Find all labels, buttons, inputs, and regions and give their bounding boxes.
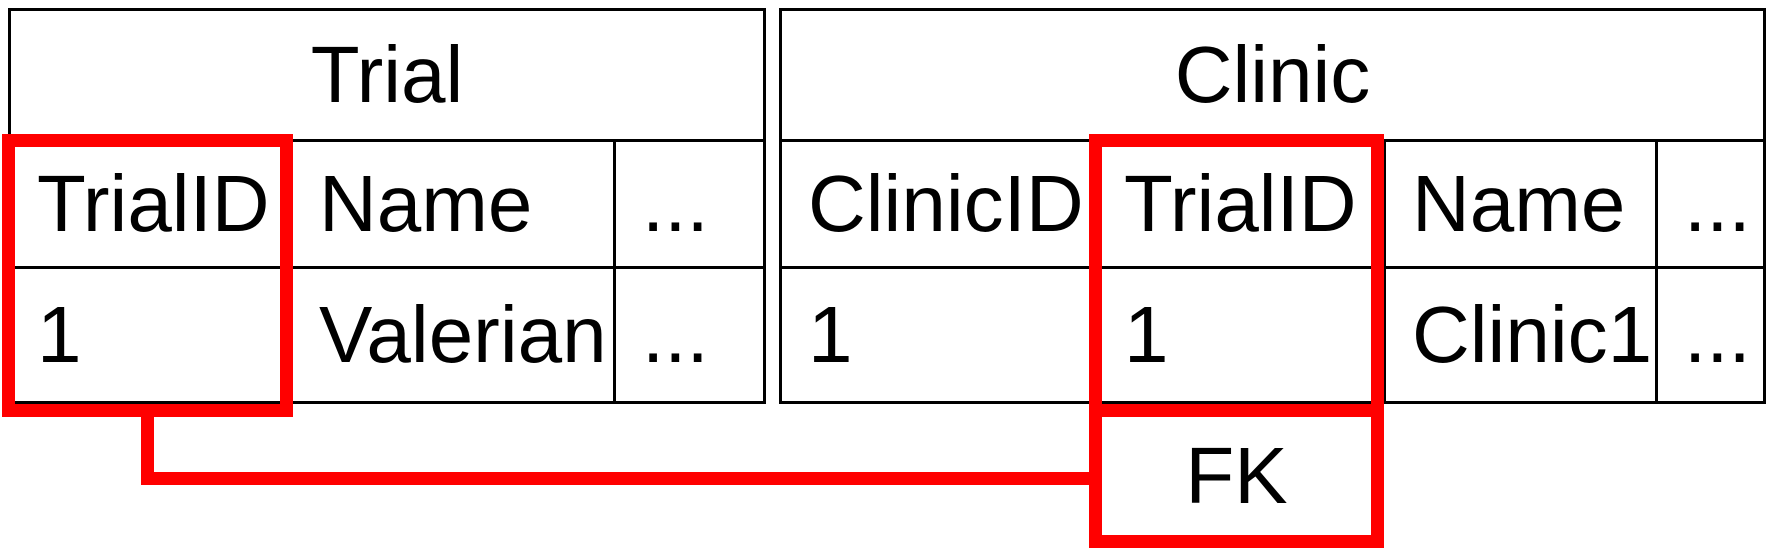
clinic-header-clinicid: ClinicID [779,139,1098,269]
trial-table-header-row: TrialID Name ... [8,139,766,269]
clinic-cell-clinicid: 1 [779,266,1098,404]
fk-label: FK [1185,431,1288,520]
fk-connector-vertical-segment [141,405,154,485]
clinic-table-title-row: Clinic [778,8,1767,142]
clinic-header-ellipsis: ... [1654,139,1767,269]
trial-cell-trialid: 1 [8,266,293,404]
fk-connector-horizontal-segment [141,472,1102,485]
clinic-table: Clinic ClinicID TrialID Name ... 1 1 Cli… [778,8,1767,404]
clinic-cell-ellipsis: ... [1654,266,1767,404]
trial-header-ellipsis: ... [613,139,766,269]
clinic-table-title: Clinic [778,8,1767,142]
clinic-header-trialid: TrialID [1095,139,1386,269]
trial-cell-name: Valerian [290,266,616,404]
trial-header-name: Name [290,139,616,269]
trial-table: Trial TrialID Name ... 1 Valerian ... [8,8,766,404]
clinic-header-name: Name [1383,139,1658,269]
clinic-cell-name: Clinic1 [1383,266,1658,404]
trial-table-title-row: Trial [8,8,766,142]
trial-cell-ellipsis: ... [613,266,766,404]
fk-label-box: FK [1089,404,1384,548]
clinic-cell-trialid: 1 [1095,266,1386,404]
clinic-table-data-row: 1 1 Clinic1 ... [779,266,1767,404]
trial-header-trialid: TrialID [8,139,293,269]
trial-table-title: Trial [8,8,766,142]
clinic-table-header-row: ClinicID TrialID Name ... [779,139,1767,269]
trial-table-data-row: 1 Valerian ... [8,266,766,404]
